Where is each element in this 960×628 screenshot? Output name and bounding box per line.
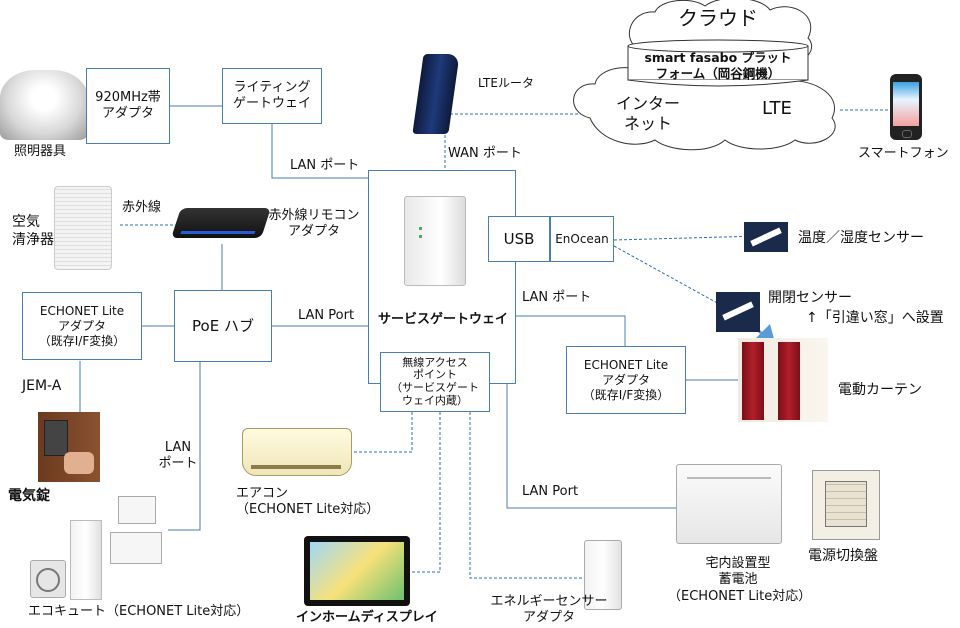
lighting-label: 照明器具 <box>14 144 67 159</box>
in-home-display-label: インホームディスプレイ <box>296 610 438 625</box>
lte-label: LTE <box>762 98 792 119</box>
energy-sensor-adapter-image <box>584 540 622 610</box>
wan-port-label: WAN ポート <box>448 146 522 161</box>
temp-sensor-label: 温度／湿度センサー <box>798 230 924 246</box>
air-purifier-label: 空気 清浄器 <box>12 214 54 248</box>
lighting-image <box>0 70 88 140</box>
lan-port-top-label: LAN ポート <box>290 158 360 173</box>
internet-label: インター ネット <box>615 94 680 133</box>
infrared-label: 赤外線 <box>122 200 162 215</box>
energy-sensor-adapter-label: エネルギーセンサー アダプタ <box>490 594 608 626</box>
temp-sensor-image <box>744 222 788 252</box>
aircon-label: エアコン （ECHONET Lite対応） <box>236 486 380 518</box>
ir-remote-adapter-label: 赤外線リモコン アダプタ <box>268 208 360 240</box>
enocean-box: EnOcean <box>550 216 614 262</box>
dash-ap-energy <box>469 412 585 579</box>
wireless-ap-box: 無線アクセス ポイント （サービスゲート ウェイ内蔵） <box>380 352 490 412</box>
curtain-image <box>738 338 828 422</box>
echonet-adapter-left-box: ECHONET Lite アダプタ （既存I/F変換） <box>22 292 142 360</box>
dash-ap-aircon <box>352 412 413 453</box>
dash-ap-display <box>410 412 441 573</box>
ecocute-label: エコキュート（ECHONET Lite対応） <box>28 604 250 619</box>
echonet-adapter-right-box: ECHONET Lite アダプタ （既存I/F変換） <box>566 346 686 414</box>
lan-port-bottom-label: LAN Port <box>522 484 579 499</box>
lan-port-right-label: LAN ポート <box>522 290 592 305</box>
in-home-display-image <box>304 536 410 606</box>
jem-a-label: JEM-A <box>22 378 62 394</box>
open-close-sensor-image <box>716 292 760 332</box>
electric-lock-label: 電気錠 <box>8 488 50 504</box>
smartphone-image <box>890 74 922 140</box>
lan-port-left-label: LAN ポート <box>158 440 198 472</box>
line-sgw-battery <box>506 384 680 509</box>
usb-box: USB <box>488 216 550 262</box>
storage-battery-label: 宅内設置型 蓄電池 （ECHONET Lite対応） <box>668 556 812 604</box>
line-lighting-gw <box>271 124 370 179</box>
power-switchboard-label: 電源切換盤 <box>808 548 878 564</box>
electric-lock-image <box>38 412 100 482</box>
ir-remote-adapter-image <box>171 208 271 238</box>
line-poe-eco <box>168 362 201 531</box>
cloud-title: クラウド <box>678 6 758 30</box>
poe-hub-box: PoE ハブ <box>174 290 272 362</box>
platform-cylinder <box>627 39 809 87</box>
open-close-note: ↑「引違い窓」へ設置 <box>806 310 944 326</box>
open-close-sensor-label: 開閉センサー <box>768 290 852 306</box>
storage-battery-image <box>676 464 782 544</box>
lan-port-poe-label: LAN Port <box>298 308 355 323</box>
air-purifier-image <box>54 186 112 270</box>
smartphone-label: スマートフォン <box>858 146 949 161</box>
adapter-920-box: 920MHz帯 アダプタ <box>86 68 170 144</box>
aircon-image <box>242 428 352 476</box>
service-gateway-label: サービスゲートウェイ <box>378 312 509 327</box>
lte-router-label: LTEルータ <box>478 76 534 90</box>
dash-enocean-temp <box>613 235 761 241</box>
dash-enocean-open <box>613 245 731 311</box>
ecocute-image <box>30 496 170 602</box>
lighting-gateway-box: ライティング ゲートウェイ <box>222 68 322 124</box>
line-sgw-echo-right <box>516 315 626 346</box>
power-switchboard-image <box>812 470 880 540</box>
curtain-label: 電動カーテン <box>838 382 922 398</box>
platform-label: smart fasabo プラット フォーム（岡谷鋼機） <box>644 50 792 81</box>
service-gateway-image <box>404 196 466 286</box>
